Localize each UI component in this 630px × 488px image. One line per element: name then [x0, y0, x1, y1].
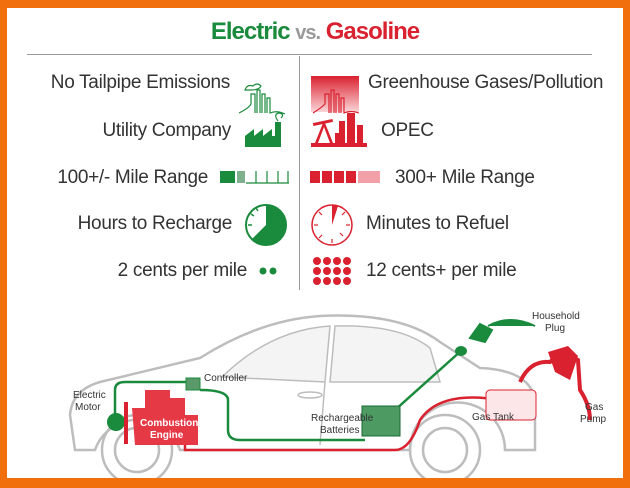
city-smog-icon: [311, 76, 360, 114]
electric-motor-icon: [107, 413, 125, 431]
dots-icon: [259, 267, 277, 275]
gas-tank-icon: [485, 389, 537, 421]
controller-icon: [185, 377, 201, 391]
dots-icon: [313, 257, 351, 285]
electric-source: Utility Company: [102, 120, 231, 141]
label-controller: Controller: [204, 373, 248, 384]
electric-cost: 2 cents per mile: [117, 260, 248, 281]
gasoline-refuel: Minutes to Refuel: [366, 213, 509, 234]
clock-icon: [311, 204, 353, 246]
svg-text:Motor: Motor: [75, 402, 101, 413]
svg-text:Plug: Plug: [545, 323, 565, 334]
label-combustion-engine: Combustion: [140, 418, 198, 429]
gasoline-source: OPEC: [381, 120, 434, 141]
svg-text:Pump: Pump: [580, 414, 607, 425]
title: Electric vs. Gasoline: [210, 18, 420, 45]
label-electric-motor: Electric: [73, 390, 106, 401]
clock-icon: [245, 204, 287, 246]
car-diagram: Electric Motor Combustion Engine Control…: [68, 311, 607, 478]
range-bar-icon: [220, 171, 289, 184]
city-clean-icon: [238, 83, 286, 115]
range-bar-icon: [310, 171, 380, 183]
gasoline-emissions: Greenhouse Gases/Pollution: [368, 72, 604, 93]
battery-icon: [361, 405, 401, 437]
title-divider: [27, 54, 592, 55]
label-household-plug: Household: [532, 311, 580, 322]
gasoline-cost: 12 cents+ per mile: [366, 260, 517, 281]
oil-derrick-icon: [311, 113, 367, 147]
electric-range: 100+/- Mile Range: [57, 167, 208, 188]
svg-text:Engine: Engine: [150, 430, 184, 441]
svg-text:Batteries: Batteries: [320, 425, 359, 436]
column-divider: [299, 56, 300, 290]
gasoline-range: 300+ Mile Range: [395, 167, 535, 188]
electric-recharge: Hours to Recharge: [77, 213, 233, 234]
household-plug-icon: [468, 319, 536, 344]
combustion-engine-icon: [132, 390, 198, 445]
label-gas-pump: Gas: [585, 402, 603, 413]
factory-icon: [245, 112, 284, 147]
electric-emissions: No Tailpipe Emissions: [50, 72, 231, 93]
label-batteries: Rechargeable: [311, 413, 374, 424]
label-gas-tank: Gas Tank: [472, 412, 515, 423]
